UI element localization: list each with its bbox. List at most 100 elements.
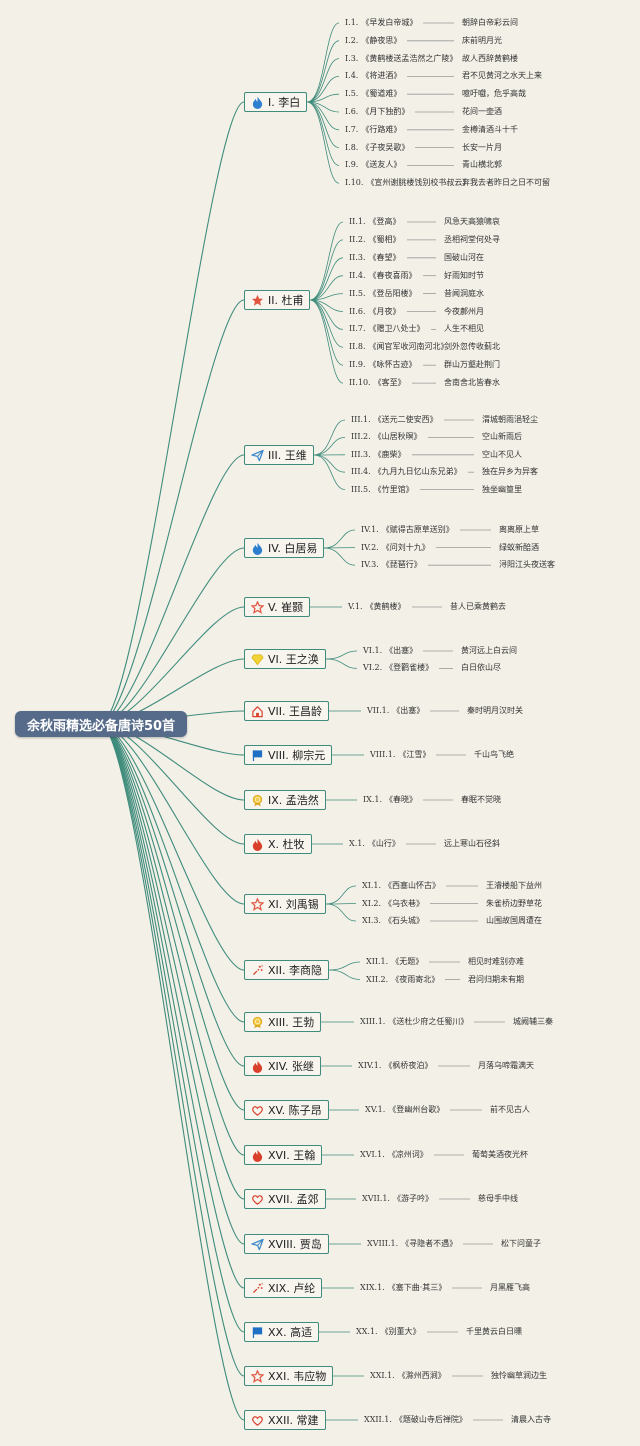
connector-line (313, 437, 346, 456)
poem-title[interactable]: III.5.《竹里馆》 (351, 483, 414, 497)
poem-title[interactable]: I.5.《蜀道难》 (345, 87, 401, 101)
poet-node[interactable]: XIV. 张继 (244, 1056, 321, 1076)
poem-title[interactable]: II.4.《春夜喜雨》 (349, 269, 417, 283)
poem-title[interactable]: XVIII.1.《寻隐者不遇》 (367, 1237, 457, 1251)
poet-node[interactable]: X. 杜牧 (244, 834, 312, 854)
connector-line (306, 101, 340, 184)
poem-title[interactable]: III.2.《山居秋暝》 (351, 430, 422, 444)
poem-title[interactable]: IV.2.《问刘十九》 (361, 541, 430, 555)
poem-title[interactable]: I.10.《宣州谢朓楼饯别校书叔云》 (345, 176, 470, 190)
poem-name: 《塞下曲·其三》 (387, 1283, 447, 1292)
poet-node[interactable]: XXI. 韦应物 (244, 1366, 334, 1386)
poem-title[interactable]: II.1.《登高》 (349, 215, 401, 229)
poet-node[interactable]: XII. 李商隐 (244, 960, 330, 980)
poem-title[interactable]: I.2.《静夜思》 (345, 34, 401, 48)
poem-name: 《蜀相》 (368, 234, 401, 244)
poet-node[interactable]: III. 王维 (244, 445, 314, 465)
poet-node[interactable]: I. 李白 (244, 92, 308, 112)
poet-node[interactable]: XX. 高适 (244, 1322, 320, 1342)
poem-title[interactable]: XII.2.《夜雨寄北》 (366, 973, 439, 987)
poet-node[interactable]: XXII. 常建 (244, 1410, 326, 1430)
poet-node[interactable]: XVII. 孟郊 (244, 1189, 326, 1209)
poem-title[interactable]: XVI.1.《凉州词》 (360, 1148, 428, 1162)
poem-title[interactable]: II.3.《春望》 (349, 251, 401, 265)
poem-title[interactable]: I.9.《送友人》 (345, 158, 401, 172)
poet-node[interactable]: VI. 王之涣 (244, 649, 326, 669)
poem-title[interactable]: VI.1.《出塞》 (363, 644, 417, 658)
poem-title[interactable]: XIX.1.《塞下曲·其三》 (360, 1281, 446, 1295)
poem-title[interactable]: II.6.《月夜》 (349, 305, 401, 319)
poet-node[interactable]: XIII. 王勃 (244, 1012, 322, 1032)
poet-node[interactable]: IX. 孟浩然 (244, 790, 326, 810)
poet-label: XV. 陈子昂 (268, 1104, 322, 1117)
poem-index: XV.1. (365, 1105, 386, 1114)
poet-node[interactable]: II. 杜甫 (244, 290, 311, 310)
poet-node[interactable]: XIX. 卢纶 (244, 1278, 323, 1298)
poem-first-line: 清晨入古寺 (511, 1415, 551, 1424)
poem-title[interactable]: I.7.《行路难》 (345, 123, 401, 137)
poem-title[interactable]: II.2.《蜀相》 (349, 233, 401, 247)
poet-node[interactable]: VII. 王昌龄 (244, 701, 330, 721)
poem-title[interactable]: I.8.《子夜吴歌》 (345, 141, 409, 155)
poem-first-line: 噫吁嚱，危乎高哉 (462, 89, 526, 99)
poet-node[interactable]: XI. 刘禹锡 (244, 894, 326, 914)
root-topic[interactable]: 余秋雨精选必备唐诗50首 (15, 711, 187, 737)
poem-first-line: 独怜幽草涧边生 (491, 1371, 547, 1380)
poem-name: 《客至》 (373, 378, 406, 388)
poem-name: 《江雪》 (398, 750, 431, 759)
poem-title[interactable]: IV.1.《赋得古原草送别》 (361, 523, 454, 537)
poet-node[interactable]: XV. 陈子昂 (244, 1100, 329, 1120)
poem-title[interactable]: I.4.《将进酒》 (345, 69, 401, 83)
poem-title[interactable]: III.4.《九月九日忆山东兄弟》 (351, 465, 462, 479)
poem-title[interactable]: VII.1.《出塞》 (367, 704, 424, 718)
poem-title[interactable]: XIII.1.《送杜少府之任蜀川》 (360, 1015, 468, 1029)
poem-title[interactable]: VIII.1.《江雪》 (370, 748, 430, 762)
poem-index: XI.3. (362, 916, 382, 925)
poem-title[interactable]: II.9.《咏怀古迹》 (349, 358, 417, 372)
poem-title[interactable]: XX.1.《别董大》 (356, 1325, 421, 1339)
poem-first-line: 人生不相见 (444, 324, 484, 334)
poem-title[interactable]: IX.1.《春晓》 (363, 793, 417, 807)
poem-title[interactable]: II.10.《客至》 (349, 376, 406, 390)
poem-index: V.1. (348, 602, 363, 611)
poem-title[interactable]: XI.2.《乌衣巷》 (362, 897, 424, 911)
connector-line (325, 650, 358, 660)
poem-title[interactable]: XI.1.《西塞山怀古》 (362, 879, 440, 893)
poem-title[interactable]: XV.1.《登幽州台歌》 (365, 1103, 444, 1117)
connector-line (309, 299, 344, 384)
poem-title[interactable]: XI.3.《石头城》 (362, 914, 424, 928)
poem-title[interactable]: X.1.《山行》 (349, 837, 400, 851)
poem-name: 《枫桥夜泊》 (384, 1061, 433, 1070)
poem-name: 《子夜吴歌》 (361, 142, 410, 152)
poem-title[interactable]: XII.1.《无题》 (366, 955, 423, 969)
paper-plane-icon (250, 448, 264, 462)
poet-node[interactable]: IV. 白居易 (244, 538, 325, 558)
poet-label: XIX. 卢纶 (268, 1282, 316, 1295)
poem-title[interactable]: IV.3.《琵琶行》 (361, 558, 422, 572)
poem-index: VII.1. (367, 706, 390, 715)
poem-title[interactable]: III.1.《送元二使安西》 (351, 413, 438, 427)
poet-node[interactable]: XVI. 王翰 (244, 1145, 323, 1165)
poet-node[interactable]: V. 崔颢 (244, 597, 311, 617)
poem-title[interactable]: III.3.《鹿柴》 (351, 448, 406, 462)
poem-title[interactable]: XVII.1.《游子吟》 (362, 1192, 433, 1206)
poem-title[interactable]: XXII.1.《题破山寺后禅院》 (364, 1413, 467, 1427)
poem-title[interactable]: XIV.1.《枫桥夜泊》 (358, 1059, 432, 1073)
poem-title[interactable]: I.3.《黄鹤楼送孟浩然之广陵》 (345, 52, 457, 66)
poem-index: II.5. (349, 288, 366, 298)
poem-title[interactable]: XXI.1.《滁州西涧》 (370, 1369, 446, 1383)
poem-title[interactable]: II.7.《赠卫八处士》 (349, 322, 425, 336)
poem-title[interactable]: II.8.《闻官军收河南河北》 (349, 340, 449, 354)
poet-node[interactable]: VIII. 柳宗元 (244, 745, 333, 765)
poem-title[interactable]: VI.2.《登鹳雀楼》 (363, 661, 433, 675)
poem-name: 《石头城》 (384, 916, 425, 925)
poem-name: 《寻隐者不遇》 (401, 1239, 458, 1248)
poem-index: I.6. (345, 107, 359, 116)
poem-title[interactable]: I.1.《早发白帝城》 (345, 16, 417, 30)
poem-index: I.7. (345, 124, 359, 134)
poem-title[interactable]: I.6.《月下独酌》 (345, 105, 409, 119)
poem-title[interactable]: V.1.《黄鹤楼》 (348, 600, 406, 614)
poem-first-line: 浔阳江头夜送客 (499, 560, 555, 570)
poet-node[interactable]: XVIII. 贾岛 (244, 1234, 329, 1254)
poem-title[interactable]: II.5.《登岳阳楼》 (349, 287, 417, 301)
